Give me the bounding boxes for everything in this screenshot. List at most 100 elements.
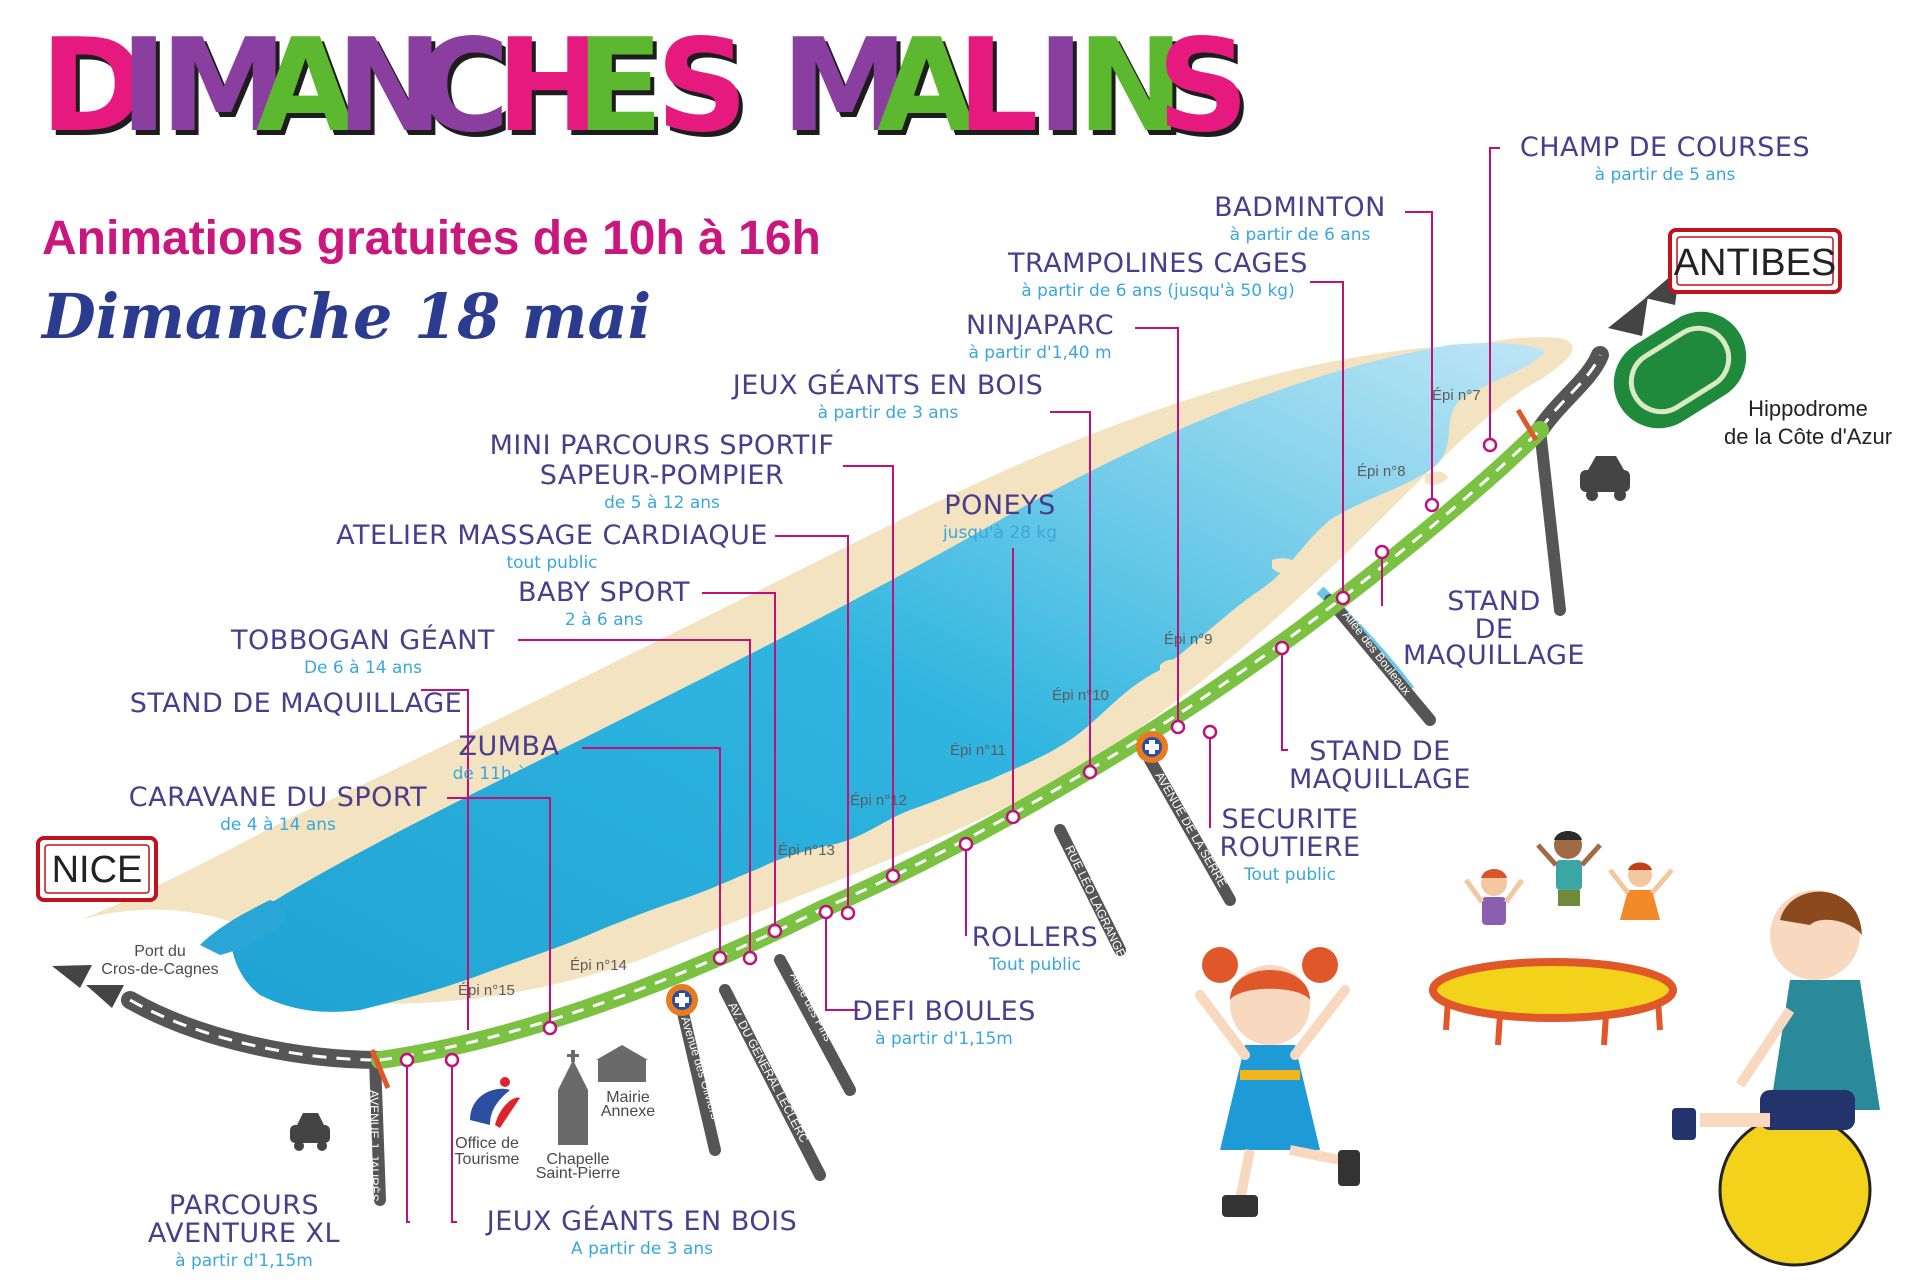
hippodrome-line1: Hippodrome — [1748, 396, 1868, 421]
activity-points — [399, 437, 1498, 1068]
epi-12: Épi n°12 — [850, 792, 907, 809]
chapelle-line1: Chapelle — [546, 1151, 609, 1168]
epi-11: Épi n°11 — [950, 742, 1006, 759]
title-letter-shadow: C — [420, 17, 520, 166]
jumping-kids-illustration — [1463, 831, 1674, 925]
activity-securite-routiere-line2: ROUTIERE — [1219, 832, 1360, 863]
activity-rollers-age: Tout public — [988, 955, 1081, 975]
activity-ninjaparc-age: à partir d'1,40 m — [968, 343, 1111, 363]
tourism-office-icon — [470, 1077, 520, 1128]
town-hall-icon — [596, 1045, 648, 1082]
road-dashes — [129, 354, 1602, 1062]
activity-caravane-sport: CARAVANE DU SPORT — [129, 782, 427, 813]
street-jaures: AVENUE J. JAURÈS — [367, 1090, 382, 1202]
title-letter-shadow: S — [1161, 17, 1259, 166]
activity-maquillage-1: STAND DE MAQUILLAGE — [130, 688, 462, 719]
hippodrome-line2: de la Côte d'Azur — [1724, 424, 1892, 449]
epi-14: Épi n°14 — [570, 957, 627, 974]
subtitle: Animations gratuites de 10h à 16h — [42, 212, 821, 265]
event-date: Dimanche 18 mai — [40, 280, 651, 353]
activity-maquillage-2-line2: DE — [1475, 614, 1514, 645]
hippodrome-icon — [1613, 311, 1747, 429]
arrow-nice — [52, 965, 124, 1008]
epi-8: Épi n°8 — [1357, 463, 1406, 480]
groynes — [585, 471, 1448, 951]
roller-girl-illustration — [1195, 947, 1360, 1217]
sign-antibes-text: ANTIBES — [1674, 242, 1837, 284]
epi-15: Épi n°15 — [458, 982, 515, 999]
activity-maquillage-3-line1: STAND DE — [1309, 736, 1450, 767]
sea — [230, 342, 1545, 1012]
epi-7: Épi n°7 — [1432, 387, 1481, 404]
activity-jeux-geants-bois-2: JEUX GÉANTS EN BOIS — [485, 1205, 797, 1237]
bouncing-ball-boy-illustration — [1672, 890, 1880, 1267]
street-pins: Allée des Pins — [787, 970, 835, 1044]
title-letter: A — [877, 12, 982, 161]
title-letter-shadow: N — [1081, 17, 1194, 166]
title-letter: A — [256, 12, 361, 161]
mairie-line1: Mairie — [606, 1089, 650, 1106]
title-letter-shadow: S — [660, 17, 758, 166]
mairie-line2: Annexe — [601, 1103, 655, 1120]
sign-antibes: ANTIBES — [1668, 228, 1842, 294]
title-letter-shadow: A — [260, 17, 365, 166]
title-letter: S — [1157, 12, 1255, 161]
activity-massage-cardiaque-age: tout public — [506, 553, 597, 573]
title-letter-shadow: D — [44, 17, 156, 166]
activity-rollers: ROLLERS — [972, 922, 1099, 953]
first-aid-icon — [1136, 731, 1168, 763]
boundary-nice — [369, 1049, 391, 1089]
chapelle-line2: Saint-Pierre — [536, 1165, 621, 1182]
title-letter-shadow: H — [500, 17, 613, 166]
activity-trampolines-age: à partir de 6 ans (jusqu'à 50 kg) — [1021, 281, 1294, 301]
sign-nice: NICE — [36, 836, 158, 902]
port-cros-de-cagnes — [200, 900, 286, 955]
activity-securite-routiere-line1: SECURITE — [1221, 804, 1358, 835]
activity-zumba-time: de 11h à 12h — [453, 764, 566, 784]
place-port-line2: Cros-de-Cagnes — [101, 961, 218, 978]
activity-champ-de-courses: CHAMP DE COURSES — [1520, 132, 1810, 163]
title-letter: S — [656, 12, 754, 161]
epi-13: Épi n°13 — [778, 842, 835, 859]
title-letter: N — [1077, 12, 1190, 161]
activity-defi-boules: DEFI BOULES — [852, 996, 1036, 1027]
title-letter: I — [120, 12, 174, 161]
activity-baby-sport: BABY SPORT — [518, 577, 690, 608]
title-letter: N — [336, 12, 449, 161]
activity-caravane-sport-age: de 4 à 14 ans — [220, 815, 336, 835]
leader-lines — [406, 147, 1500, 1223]
title-letter-shadow: E — [580, 17, 673, 166]
place-port-line1: Port du — [134, 943, 186, 960]
car-icon-nice — [290, 1113, 330, 1151]
first-aid-icon — [666, 984, 698, 1016]
activity-jeux-geants-bois-1: JEUX GÉANTS EN BOIS — [731, 369, 1043, 401]
activity-mini-parcours-line1: MINI PARCOURS SPORTIF — [490, 430, 835, 461]
activity-poneys-age: jusqu'à 28 kg — [942, 523, 1057, 543]
title-letter: E — [576, 12, 669, 161]
promenade-dashes — [379, 428, 1542, 1062]
activity-massage-cardiaque: ATELIER MASSAGE CARDIAQUE — [336, 520, 768, 551]
title-letter: M — [781, 12, 914, 161]
activity-tobbogan-age: De 6 à 14 ans — [304, 658, 422, 678]
activity-ninjaparc: NINJAPARC — [966, 310, 1114, 341]
title-letter: H — [496, 12, 609, 161]
title-letter-shadow: M — [785, 17, 918, 166]
office-line2: Tourisme — [455, 1151, 520, 1168]
title-letter-shadow: I — [1041, 17, 1095, 166]
activity-jeux-geants-bois-2-age: A partir de 3 ans — [571, 1239, 713, 1259]
street-leclerc: AV. DU GÉNÉRAL LECLERC — [725, 999, 812, 1145]
activity-mini-parcours-age: de 5 à 12 ans — [604, 493, 720, 513]
activity-baby-sport-age: 2 à 6 ans — [565, 610, 643, 630]
boundary-antibes — [1515, 408, 1539, 442]
title-letter-shadow: N — [340, 17, 453, 166]
epi-10: Épi n°10 — [1052, 687, 1109, 704]
activity-maquillage-2-line1: STAND — [1447, 586, 1541, 617]
title-letter-shadow: A — [881, 17, 986, 166]
title-letter: I — [1037, 12, 1091, 161]
title-letter-shadow: L — [961, 17, 1049, 166]
activity-badminton-age: à partir de 6 ans — [1230, 225, 1371, 245]
activity-mini-parcours-line2: SAPEUR-POMPIER — [540, 460, 785, 491]
title-letter-shadow: M — [164, 17, 297, 166]
activity-maquillage-2-line3: MAQUILLAGE — [1403, 640, 1585, 671]
